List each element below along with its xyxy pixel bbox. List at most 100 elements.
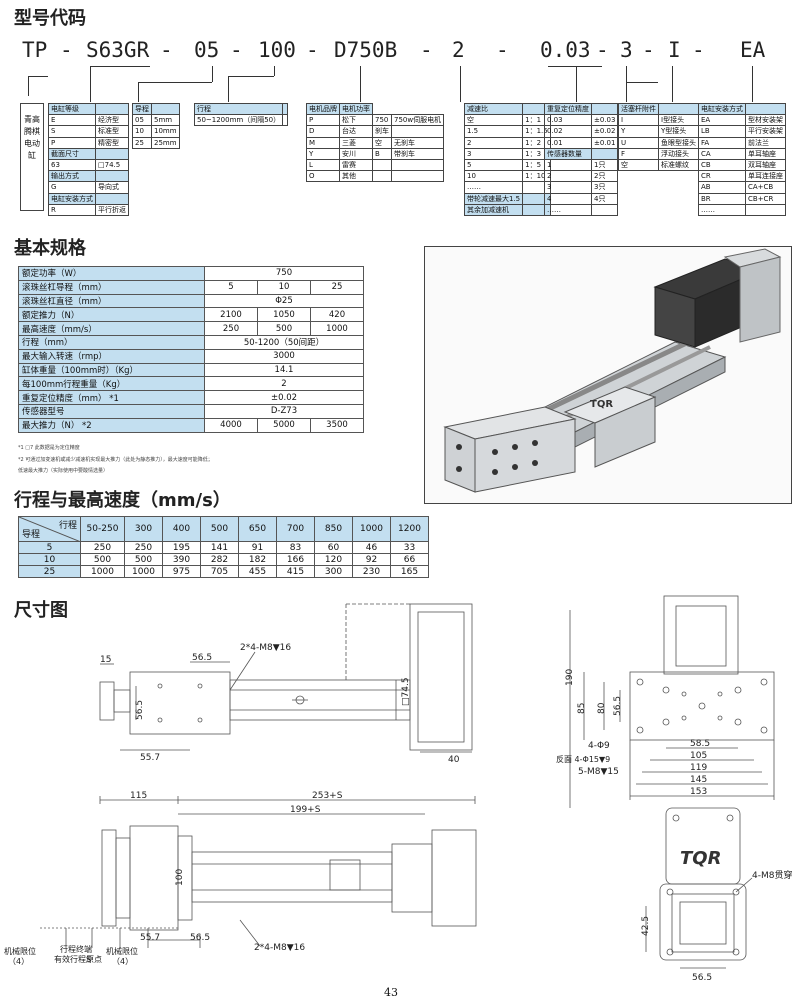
code-part-ratio: 2 [452,38,465,62]
option-cell: I型接头 [658,114,699,127]
code-part-mount: EA [740,38,766,62]
option-cell: 导程 [132,102,152,116]
option-cell [151,102,180,116]
option-cell: 0.01 [544,136,592,149]
stroke-header: 50-250 [80,516,125,542]
option-cell: 10 [463,170,524,183]
dim-74-5: □74.5 [401,677,411,706]
option-cell: CB [698,159,746,172]
spec-value: 14.1 [204,362,364,378]
option-cell: 减速比 [463,102,524,116]
dim-56-5-a: 56.5 [192,653,212,663]
dim-56-5-e: 56.5 [692,973,712,983]
speed-value: 250 [80,541,125,554]
dim-56-5-b: 56.5 [135,700,145,720]
spec-value: 10 [257,279,311,295]
speed-value: 975 [162,565,201,578]
label-mech-limit-left: 机械限位 [4,946,36,956]
option-cell: 精密型 [95,136,129,149]
option-cell: 4只 [590,192,619,205]
spec-label: 重复定位精度（mm） *1 [18,390,205,405]
option-cell: 前法兰 [745,136,786,149]
option-cell: 截面尺寸 [48,147,96,161]
option-cell: …… [544,203,592,217]
option-cell: P [306,114,340,127]
dim-85: 85 [577,703,587,714]
connector [548,66,602,67]
speed-value: 92 [352,553,391,566]
spec-label: 每100mm行程重量（Kg） [18,376,205,392]
option-cell: 标准型 [95,125,129,138]
option-cell: 3只 [590,181,619,194]
model-code-heading: 型号代码 [14,8,86,29]
option-cell: Y [618,125,659,138]
dim-m8-16-a: 2*4-M8▼16 [240,643,291,653]
option-cell: LB [698,125,746,138]
option-cell: 10 [132,125,152,138]
speed-value: 91 [238,541,277,554]
option-cell: 其他 [339,170,373,183]
option-cell: 3 [544,181,592,194]
code-part-motor: D750B [334,38,398,62]
option-cell: 25mm [151,136,180,149]
option-cell [658,102,699,116]
option-cell: 2 [544,170,592,183]
option-cell: Y型接头 [658,125,699,138]
option-cell: 5mm [151,114,180,127]
option-cell: P [48,136,96,149]
option-cell: 63 [48,159,96,172]
connector [90,66,150,67]
option-cell: R [48,203,96,217]
option-cell: 刹车 [372,125,392,138]
option-cell: 1 [544,159,592,172]
speed-value: 455 [238,565,277,578]
option-cell: 安川 [339,147,373,161]
speed-value: 415 [276,565,315,578]
code-sep: - [692,38,705,62]
speed-value: 1000 [124,565,163,578]
option-cell: 电缸安装方式 [698,102,746,116]
option-cell [390,125,445,138]
code-part-series: TP [22,38,48,62]
spec-value: 420 [310,307,364,323]
option-cell: 25 [132,136,152,149]
stroke-header: 300 [124,516,163,542]
option-cell: 2 [463,136,524,149]
dim-105: 105 [690,751,707,761]
code-sep: - [596,38,609,62]
option-cell: 1只 [590,159,619,172]
spec-label: 滚珠丝杠导程（mm） [18,279,205,295]
speed-value: 500 [80,553,125,566]
option-cell: CA+CB [745,181,786,194]
option-cell [372,159,392,172]
code-sep: - [160,38,173,62]
option-cell: 1：10 [522,170,551,183]
connector [672,66,673,102]
option-cell [590,147,619,161]
dim-145: 145 [690,775,707,785]
spec-value: Φ25 [204,293,364,309]
dim-m8-through: 4-M8贯穿 [752,869,792,881]
code-part-grade: S63GR [86,38,150,62]
option-cell [745,203,786,217]
option-cell: 空 [618,159,659,172]
option-cell: I [618,114,659,127]
corner-cell: 行程 导程 [18,516,81,542]
option-cell: L [306,159,340,172]
product-photo: TQR [424,246,792,504]
option-cell: 0.02 [544,125,592,138]
dimension-heading: 尺寸图 [14,600,68,621]
option-cell: 电机功率 [339,102,373,116]
option-cell: M [306,136,340,149]
option-cell: 1：2 [522,136,551,149]
option-cell: 其余加减速机 [463,203,524,217]
option-cell: F [618,147,659,161]
code-part-rod: I [668,38,681,62]
option-cell: CR [698,170,746,183]
option-cell: 带轮减速最大1.5 [463,192,524,205]
